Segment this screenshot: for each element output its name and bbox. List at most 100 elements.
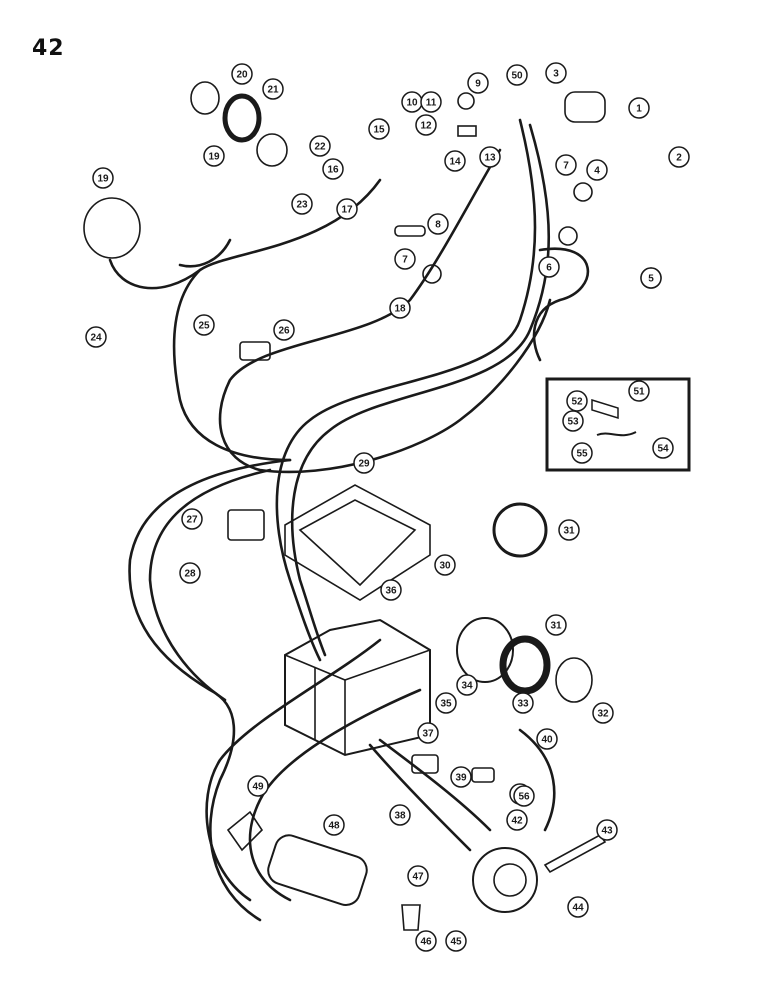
lamp-lens-rear (555, 657, 593, 703)
starter-motor (267, 834, 368, 906)
callout-circle (545, 62, 567, 84)
callout-number: 3 (553, 69, 559, 80)
inset-panel (545, 377, 691, 472)
callout-labels: 1234556778910111213141516171819192021222… (85, 62, 690, 952)
callout-circle (336, 198, 358, 220)
callout-circle (203, 145, 225, 167)
callout-circle (389, 804, 411, 826)
callout-circle (417, 722, 439, 744)
callout-number: 23 (296, 200, 308, 211)
callout-number: 18 (394, 304, 406, 315)
callout-number: 47 (412, 872, 424, 883)
callout-circle (555, 154, 577, 176)
battery-tray (284, 484, 431, 601)
callout-circle (407, 865, 429, 887)
junction-block (411, 754, 439, 774)
callout-circle (179, 562, 201, 584)
callout-number: 21 (267, 85, 279, 96)
callout-circle (92, 167, 114, 189)
callout-number: 7 (402, 255, 408, 266)
callout-circle (479, 146, 501, 168)
callout-circle (538, 256, 560, 278)
headlamp (83, 197, 141, 259)
callout-number: 38 (394, 811, 406, 822)
callout-number: 16 (327, 165, 339, 176)
inset-wire (596, 431, 637, 437)
solenoid (471, 767, 495, 783)
callout-number: 22 (314, 142, 326, 153)
switch-round-lower (558, 226, 578, 246)
fuse (394, 225, 426, 237)
callout-circle (445, 930, 467, 952)
callout-number: 10 (406, 98, 418, 109)
callout-number: 49 (252, 782, 264, 793)
callout-number: 15 (373, 125, 385, 136)
callout-circle (309, 135, 331, 157)
callout-circle (322, 158, 344, 180)
callout-circle (571, 442, 593, 464)
callout-circle (415, 114, 437, 136)
lamp-housing (256, 133, 288, 167)
callout-number: 9 (475, 79, 481, 90)
alternator (472, 847, 538, 913)
callout-circle (181, 508, 203, 530)
callout-circle (456, 674, 478, 696)
gauge-bracket (457, 125, 477, 137)
callout-circle (628, 380, 650, 402)
callout-circle (273, 319, 295, 341)
callout-number: 19 (208, 152, 220, 163)
callout-number: 44 (572, 903, 584, 914)
battery-tray-inner (298, 499, 417, 587)
alternator-pulley (493, 863, 527, 897)
callout-number: 43 (601, 826, 613, 837)
components (83, 81, 607, 931)
rear-lamp (492, 502, 548, 558)
callout-number: 20 (236, 70, 248, 81)
battery (284, 618, 431, 757)
callout-circle (506, 809, 528, 831)
callout-circle (434, 554, 456, 576)
callout-number: 5 (648, 274, 654, 285)
lamp-bezel (456, 617, 514, 683)
callout-number: 26 (278, 326, 290, 337)
callout-number: 29 (358, 459, 370, 470)
callout-circle (444, 150, 466, 172)
callout-circle (85, 326, 107, 348)
callout-number: 1 (636, 104, 642, 115)
callout-circle (596, 819, 618, 841)
callout-circle (668, 146, 690, 168)
callout-number: 46 (420, 937, 432, 948)
callout-circle (566, 390, 588, 412)
callout-circle (231, 63, 253, 85)
callout-circle (262, 78, 284, 100)
battery-top-edge (284, 649, 431, 681)
callout-number: 17 (341, 205, 353, 216)
callout-circle (558, 519, 580, 541)
callout-circle (427, 213, 449, 235)
callout-number: 48 (328, 821, 340, 832)
callout-circle (512, 692, 534, 714)
callout-circle (506, 64, 528, 86)
callout-number: 36 (385, 586, 397, 597)
callout-number: 33 (517, 699, 529, 710)
callout-number: 2 (676, 153, 682, 164)
lamp-ring (222, 93, 262, 143)
callout-number: 31 (563, 526, 575, 537)
ignition-coil (564, 91, 606, 123)
lamp-lens (190, 81, 220, 115)
callout-number: 37 (422, 729, 434, 740)
alternator-bracket (543, 833, 607, 874)
callout-circle (450, 766, 472, 788)
callout-circle (628, 97, 650, 119)
callout-number: 39 (455, 773, 467, 784)
callout-circle (640, 267, 662, 289)
callout-circle (420, 91, 442, 113)
callout-circle (291, 193, 313, 215)
callout-circle (592, 702, 614, 724)
callout-circle (368, 118, 390, 140)
callout-circle (513, 785, 535, 807)
callout-number: 7 (563, 161, 569, 172)
callout-circle (394, 248, 416, 270)
